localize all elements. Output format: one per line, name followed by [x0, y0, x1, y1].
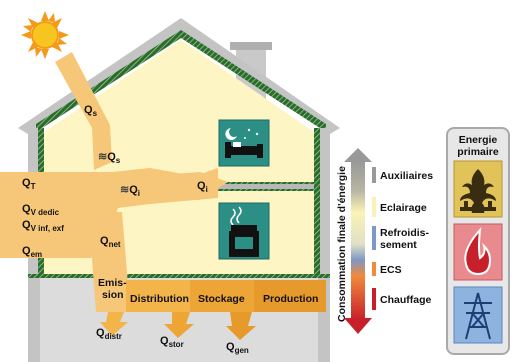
label-production: Production: [263, 293, 318, 305]
bar-arrow-bottom: [344, 318, 372, 334]
primary-energy-panel: Energie primaire: [446, 127, 510, 355]
legend-item-refroidissement: Refroidis- sement: [372, 226, 430, 251]
label-qdistr: Qdistr: [96, 327, 122, 341]
legend-item-ecs: ECS: [372, 262, 402, 276]
label-qstor: Qstor: [160, 335, 184, 349]
energy-flows: [0, 52, 326, 340]
label-emission-2: sion: [102, 289, 124, 301]
legend-item-eclairage: Eclairage: [372, 197, 427, 217]
final-energy-bar: Consommation finale d'énergie: [336, 148, 372, 334]
legend-item-chauffage: Chauffage: [372, 288, 431, 310]
internal-gain-arrow: [120, 172, 228, 200]
label-qi: Qi: [197, 180, 208, 194]
flame-icon: [453, 223, 503, 281]
net-flow: [92, 212, 130, 312]
bedroom-icon: [218, 119, 270, 167]
primary-energy-title-2: primaire: [457, 146, 499, 158]
label-qv-inf: QV inf, exf: [22, 219, 64, 233]
storage-block: [190, 280, 256, 312]
bar-body: [351, 162, 365, 320]
power-pylon-icon: [453, 286, 503, 344]
distribution-loss-arrow: [100, 312, 128, 336]
bar-arrow-top: [344, 148, 372, 162]
production-block: [254, 280, 326, 312]
flow-labels: Qs ≋Qs ≋Qi Qi QT QV dedic QV inf, exf Qe…: [22, 104, 318, 355]
svg-text:Chauffage: Chauffage: [380, 294, 431, 306]
legend-item-auxiliaires: Auxiliaires: [372, 167, 433, 183]
final-energy-legend: Auxiliaires Eclairage Refroidis- sement …: [372, 167, 433, 310]
label-qs-transmitted: ≋Qs: [98, 151, 121, 165]
sun-icon: [21, 11, 69, 59]
svg-text:sement: sement: [380, 239, 417, 251]
fuel-refinery-icon: [453, 160, 503, 218]
label-qi-transmitted: ≋Qi: [120, 184, 140, 198]
svg-text:Auxiliaires: Auxiliaires: [380, 170, 433, 182]
label-stockage: Stockage: [198, 293, 245, 305]
distribution-block: [126, 280, 192, 312]
label-qv-dedic: QV dedic: [22, 203, 60, 217]
label-qt: QT: [22, 177, 36, 191]
label-distribution: Distribution: [130, 293, 189, 305]
final-energy-axis-label: Consommation finale d'énergie: [336, 166, 348, 322]
svg-text:Refroidis-: Refroidis-: [380, 227, 430, 239]
label-qnet: Qnet: [100, 235, 121, 249]
generation-loss-arrow: [226, 312, 256, 340]
primary-energy-title-1: Energie: [459, 134, 498, 146]
storage-loss-arrow: [164, 312, 194, 338]
label-qs: Qs: [84, 104, 98, 118]
svg-text:Eclairage: Eclairage: [380, 202, 427, 214]
kitchen-icon: [218, 202, 270, 260]
label-emission-1: Emis-: [98, 277, 127, 289]
label-qgen: Qgen: [226, 341, 249, 355]
label-qem: Qem: [22, 245, 42, 259]
solar-gain-arrow: [55, 52, 112, 170]
svg-text:ECS: ECS: [380, 264, 402, 276]
